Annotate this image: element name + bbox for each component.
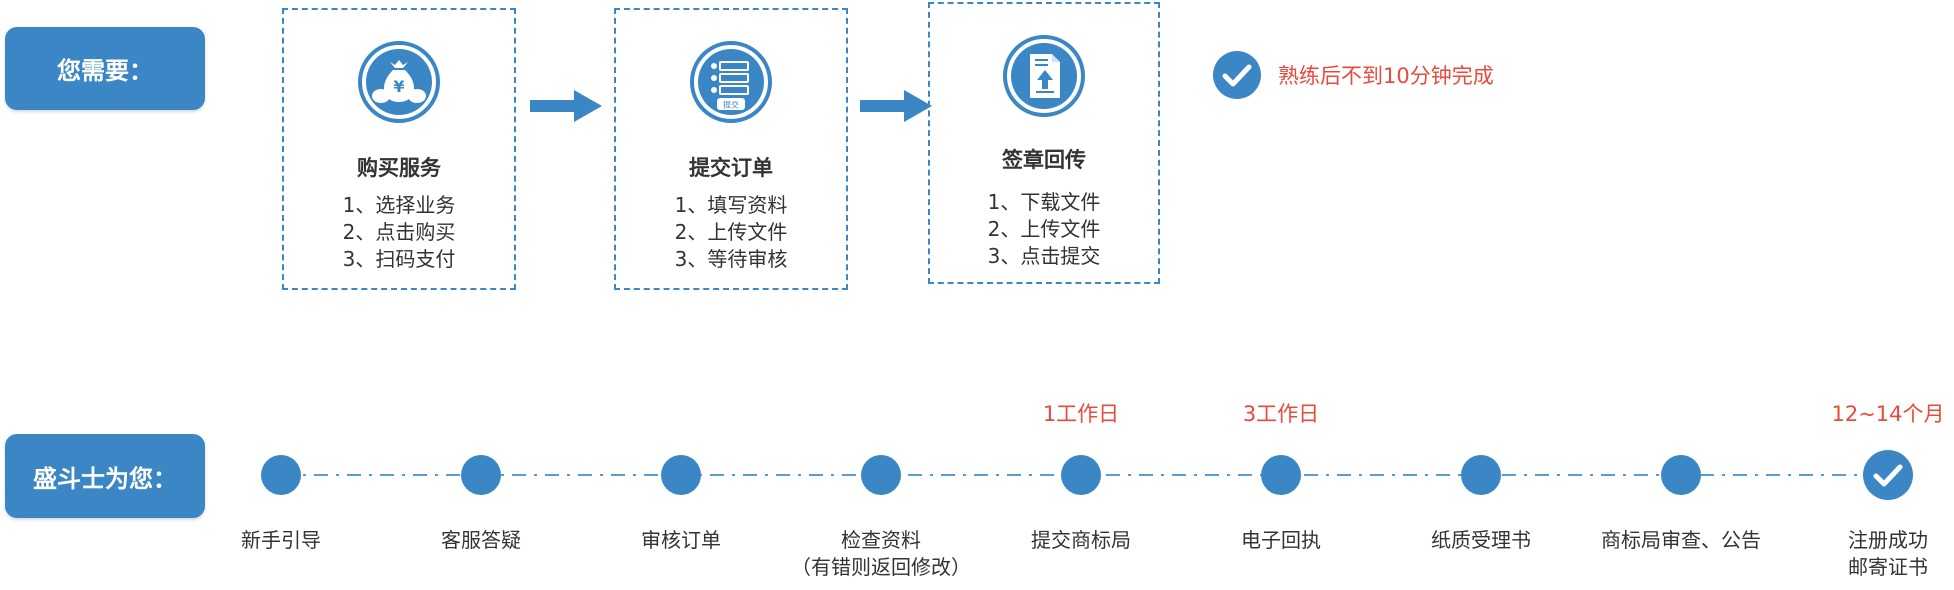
step-title: 签章回传 [1002,148,1086,172]
timeline-node-label-line: 邮寄证书 [1848,555,1928,579]
arrow-right-icon [530,90,602,122]
section-label-need: 您需要： [5,27,205,110]
completion-note-text: 熟练后不到10分钟完成 [1278,64,1494,88]
step-instructions: 1、选择业务 2、点击购买 3、扫码支付 [284,192,514,273]
timeline-node [1261,455,1301,495]
document-upload-icon [1003,35,1085,117]
section-label-need-text: 您需要： [57,57,153,85]
step-line: 2、点击购买 [342,220,456,244]
form-submit-icon: 提交 [690,41,772,123]
timeline-node-label-line: 商标局审查、公告 [1601,528,1761,552]
step-line: 3、扫码支付 [342,247,456,271]
timeline-node-label-line: 客服答疑 [441,528,521,552]
timeline-node [661,455,701,495]
step-line: 3、等待审核 [674,247,788,271]
check-circle-icon [1213,51,1261,99]
timeline-node-label-line: 注册成功 [1848,528,1928,552]
step-instructions: 1、下载文件 2、上传文件 3、点击提交 [930,189,1158,270]
timeline-node-label: 纸质受理书 [1371,527,1591,554]
timeline-node-label-line: 电子回执 [1241,528,1321,552]
step-line: 1、选择业务 [342,193,456,217]
timeline-node [1661,455,1701,495]
timeline-node [461,455,501,495]
timeline-node [861,455,901,495]
timeline-node [1061,455,1101,495]
timeline-node [261,455,301,495]
step-card-submit-order: 提交 提交订单 1、填写资料 2、上传文件 3、等待审核 [614,8,848,290]
step-line: 2、上传文件 [987,217,1101,241]
timeline-node-label-line: 纸质受理书 [1431,528,1531,552]
timeline-node-label: 电子回执 [1171,527,1391,554]
step-line: 2、上传文件 [674,220,788,244]
step-card-sign-return: 签章回传 1、下载文件 2、上传文件 3、点击提交 [928,2,1160,284]
timeline-node-label-line: 提交商标局 [1031,528,1131,552]
completion-note: 熟练后不到10分钟完成 [1212,50,1494,100]
step-line: 1、下载文件 [987,190,1101,214]
step-card-buy-service: ¥ 购买服务 1、选择业务 2、点击购买 3、扫码支付 [282,8,516,290]
timeline-node-label: 客服答疑 [371,527,591,554]
timeline-node-label: 提交商标局 [971,527,1191,554]
step-title: 提交订单 [689,156,773,180]
timeline-duration-label: 12~14个月 [1831,402,1945,426]
section-label-service: 盛斗士为您： [5,434,205,518]
step-line: 3、点击提交 [987,244,1101,268]
timeline-duration-label: 3工作日 [1242,402,1320,426]
arrow-right-icon [860,90,932,122]
timeline-node-label: 审核订单 [571,527,791,554]
step-title: 购买服务 [357,156,441,180]
timeline-node-label: 新手引导 [171,527,391,554]
timeline-node-label-line: 新手引导 [241,528,321,552]
timeline-node-label-line: 审核订单 [641,528,721,552]
timeline-node [1461,455,1501,495]
timeline-node-label: 商标局审查、公告 [1571,527,1791,554]
icon-badge-text: 提交 [723,100,739,110]
money-bag-icon: ¥ [358,41,440,123]
timeline-node-label-line: 检查资料 [841,528,921,552]
section-label-service-text: 盛斗士为您： [33,464,177,493]
step-instructions: 1、填写资料 2、上传文件 3、等待审核 [616,192,846,273]
timeline-duration-label: 1工作日 [1042,402,1120,426]
step-line: 1、填写资料 [674,193,788,217]
timeline-node-label: 注册成功邮寄证书 [1778,527,1954,581]
timeline-node-label: 检查资料 （有错则返回修改） [771,527,991,581]
timeline-node-label-line: （有错则返回修改） [791,555,971,579]
timeline-node-final-check-icon [1863,450,1913,500]
svg-text:¥: ¥ [393,77,404,96]
